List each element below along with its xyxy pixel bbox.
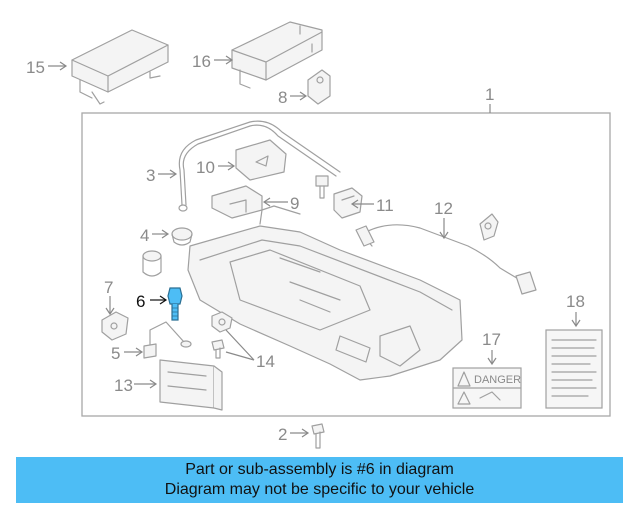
part-16-cover[interactable] — [231, 21, 323, 89]
part-8-bracket[interactable] — [307, 69, 331, 105]
callout-10: 10 — [196, 158, 215, 177]
bolt-upper[interactable] — [315, 175, 329, 199]
part-3-hose[interactable] — [178, 120, 341, 212]
callout-16: 16 — [192, 52, 211, 71]
callout-5: 5 — [111, 344, 120, 363]
nut-lower[interactable] — [211, 311, 233, 333]
callout-18: 18 — [566, 292, 585, 311]
part-18-info-label[interactable] — [545, 329, 603, 409]
part-6-bolt[interactable] — [167, 287, 183, 321]
callout-8: 8 — [278, 88, 287, 107]
part-15-cover[interactable] — [71, 29, 169, 105]
part-13-module[interactable] — [159, 359, 223, 411]
part-12-cable[interactable] — [355, 224, 537, 295]
callout-1: 1 — [485, 85, 494, 104]
callout-7: 7 — [104, 278, 113, 297]
part-2-bolt[interactable] — [311, 423, 325, 449]
part-11-connector[interactable] — [333, 187, 363, 219]
parts-diagram: DANGER 15 16 8 1 3 10 9 11 12 — [26, 21, 611, 449]
battery-tray[interactable] — [187, 205, 463, 381]
part-4-grommet[interactable] — [171, 227, 193, 246]
part-9-bracket[interactable] — [211, 185, 263, 219]
callout-11: 11 — [376, 196, 394, 215]
part-10-pad[interactable] — [235, 139, 287, 181]
danger-label-text: DANGER — [474, 374, 521, 386]
clip-right[interactable] — [479, 213, 499, 241]
callout-3: 3 — [146, 166, 155, 185]
bolt-14[interactable] — [211, 339, 225, 359]
info-banner: Part or sub-assembly is #6 in diagram Di… — [16, 457, 623, 503]
part-7-bracket[interactable] — [101, 311, 129, 341]
cylinder-insulator[interactable] — [142, 250, 162, 277]
callout-6: 6 — [136, 292, 145, 311]
callout-14: 14 — [256, 352, 275, 371]
callout-9: 9 — [290, 194, 299, 213]
part-5-sensor[interactable] — [143, 321, 192, 359]
banner-line-2: Diagram may not be specific to your vehi… — [164, 481, 475, 498]
callout-2: 2 — [278, 425, 287, 444]
callout-12: 12 — [434, 199, 453, 218]
callout-15: 15 — [26, 58, 45, 77]
callout-13: 13 — [114, 376, 133, 395]
assembly-frame — [81, 112, 611, 417]
callout-17: 17 — [482, 330, 501, 349]
callout-4: 4 — [140, 226, 149, 245]
leader-lines — [48, 55, 581, 438]
banner-line-1: Part or sub-assembly is #6 in diagram — [185, 461, 454, 478]
part-17-danger-label[interactable]: DANGER — [452, 367, 522, 409]
